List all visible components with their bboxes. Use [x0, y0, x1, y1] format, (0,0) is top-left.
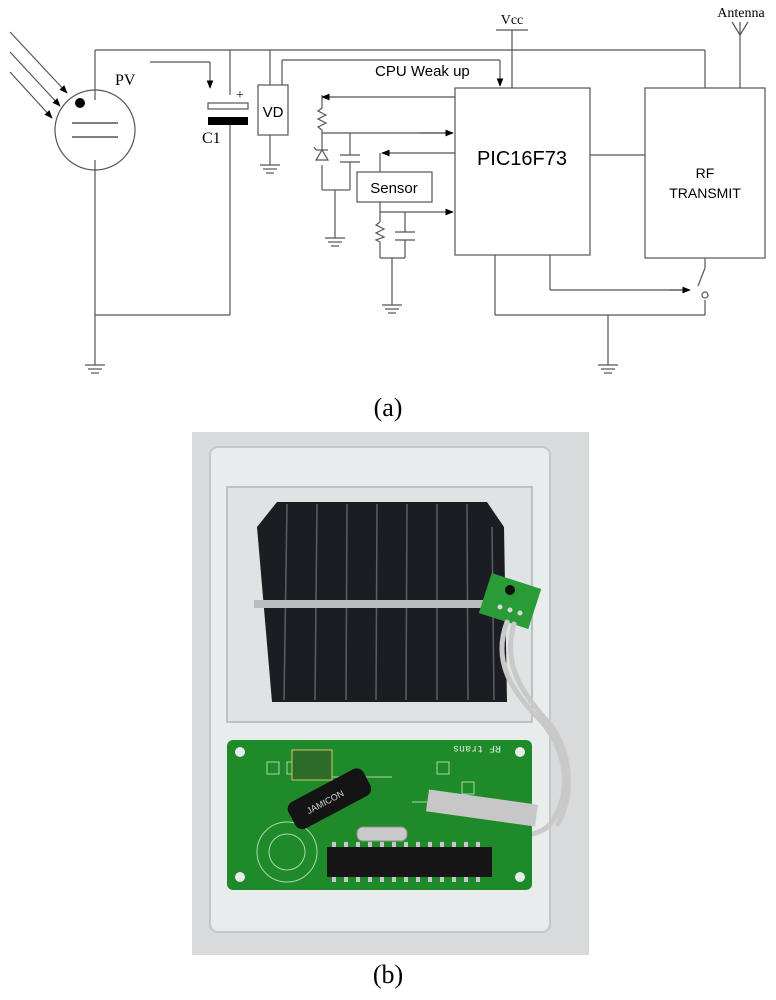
solar-panel	[254, 502, 509, 702]
capacitor-c1-symbol	[207, 102, 249, 125]
sensor-block	[356, 171, 433, 203]
ground-icon	[260, 164, 280, 174]
antenna-icon	[731, 21, 749, 36]
ground-icon	[382, 304, 402, 314]
rf-label-line2: TRANSMIT	[669, 185, 741, 201]
rf-label-line1: RF	[696, 165, 715, 181]
capacitor-symbol	[340, 154, 360, 163]
pv-label: PV	[115, 72, 136, 89]
cpu-wakeup-label: CPU Weak up	[375, 63, 470, 80]
rf-transmitter-block	[644, 87, 766, 259]
resistor-symbol	[374, 221, 386, 243]
capacitor-polarity: +	[236, 88, 244, 103]
ground-icon	[325, 237, 345, 247]
electrolytic-capacitor: JAMICON	[287, 768, 372, 830]
zener-diode-symbol	[313, 145, 330, 161]
ground-icon	[598, 364, 618, 374]
pcb-board: RF trans JAMICON	[227, 740, 538, 890]
capacitor-symbol	[395, 231, 415, 241]
vcc-label: Vcc	[501, 13, 524, 28]
pv-cell-symbol	[54, 89, 136, 171]
ground-icon	[85, 364, 105, 374]
prototype-photo: RF trans JAMICON	[192, 432, 589, 955]
resistor-symbol	[316, 107, 328, 131]
mcu-block	[454, 87, 591, 256]
sensor-board	[478, 572, 542, 630]
caption-a: (a)	[373, 393, 403, 422]
vd-label: VD	[263, 104, 284, 121]
antenna-label: Antenna	[717, 6, 765, 21]
light-rays-icon	[9, 31, 68, 119]
vd-block	[257, 84, 289, 136]
sensor-label: Sensor	[370, 180, 418, 197]
circuit-schematic: PV + C1 VD CPU Weak up Vcc Antenna PIC16…	[9, 6, 766, 374]
caption-b: (b)	[372, 960, 404, 989]
switch-contact	[701, 291, 709, 299]
capacitor-label: C1	[202, 130, 221, 147]
mcu-chip	[327, 842, 492, 882]
pcb-silkscreen-label: RF trans	[453, 742, 501, 753]
mcu-label: PIC16F73	[477, 148, 567, 170]
